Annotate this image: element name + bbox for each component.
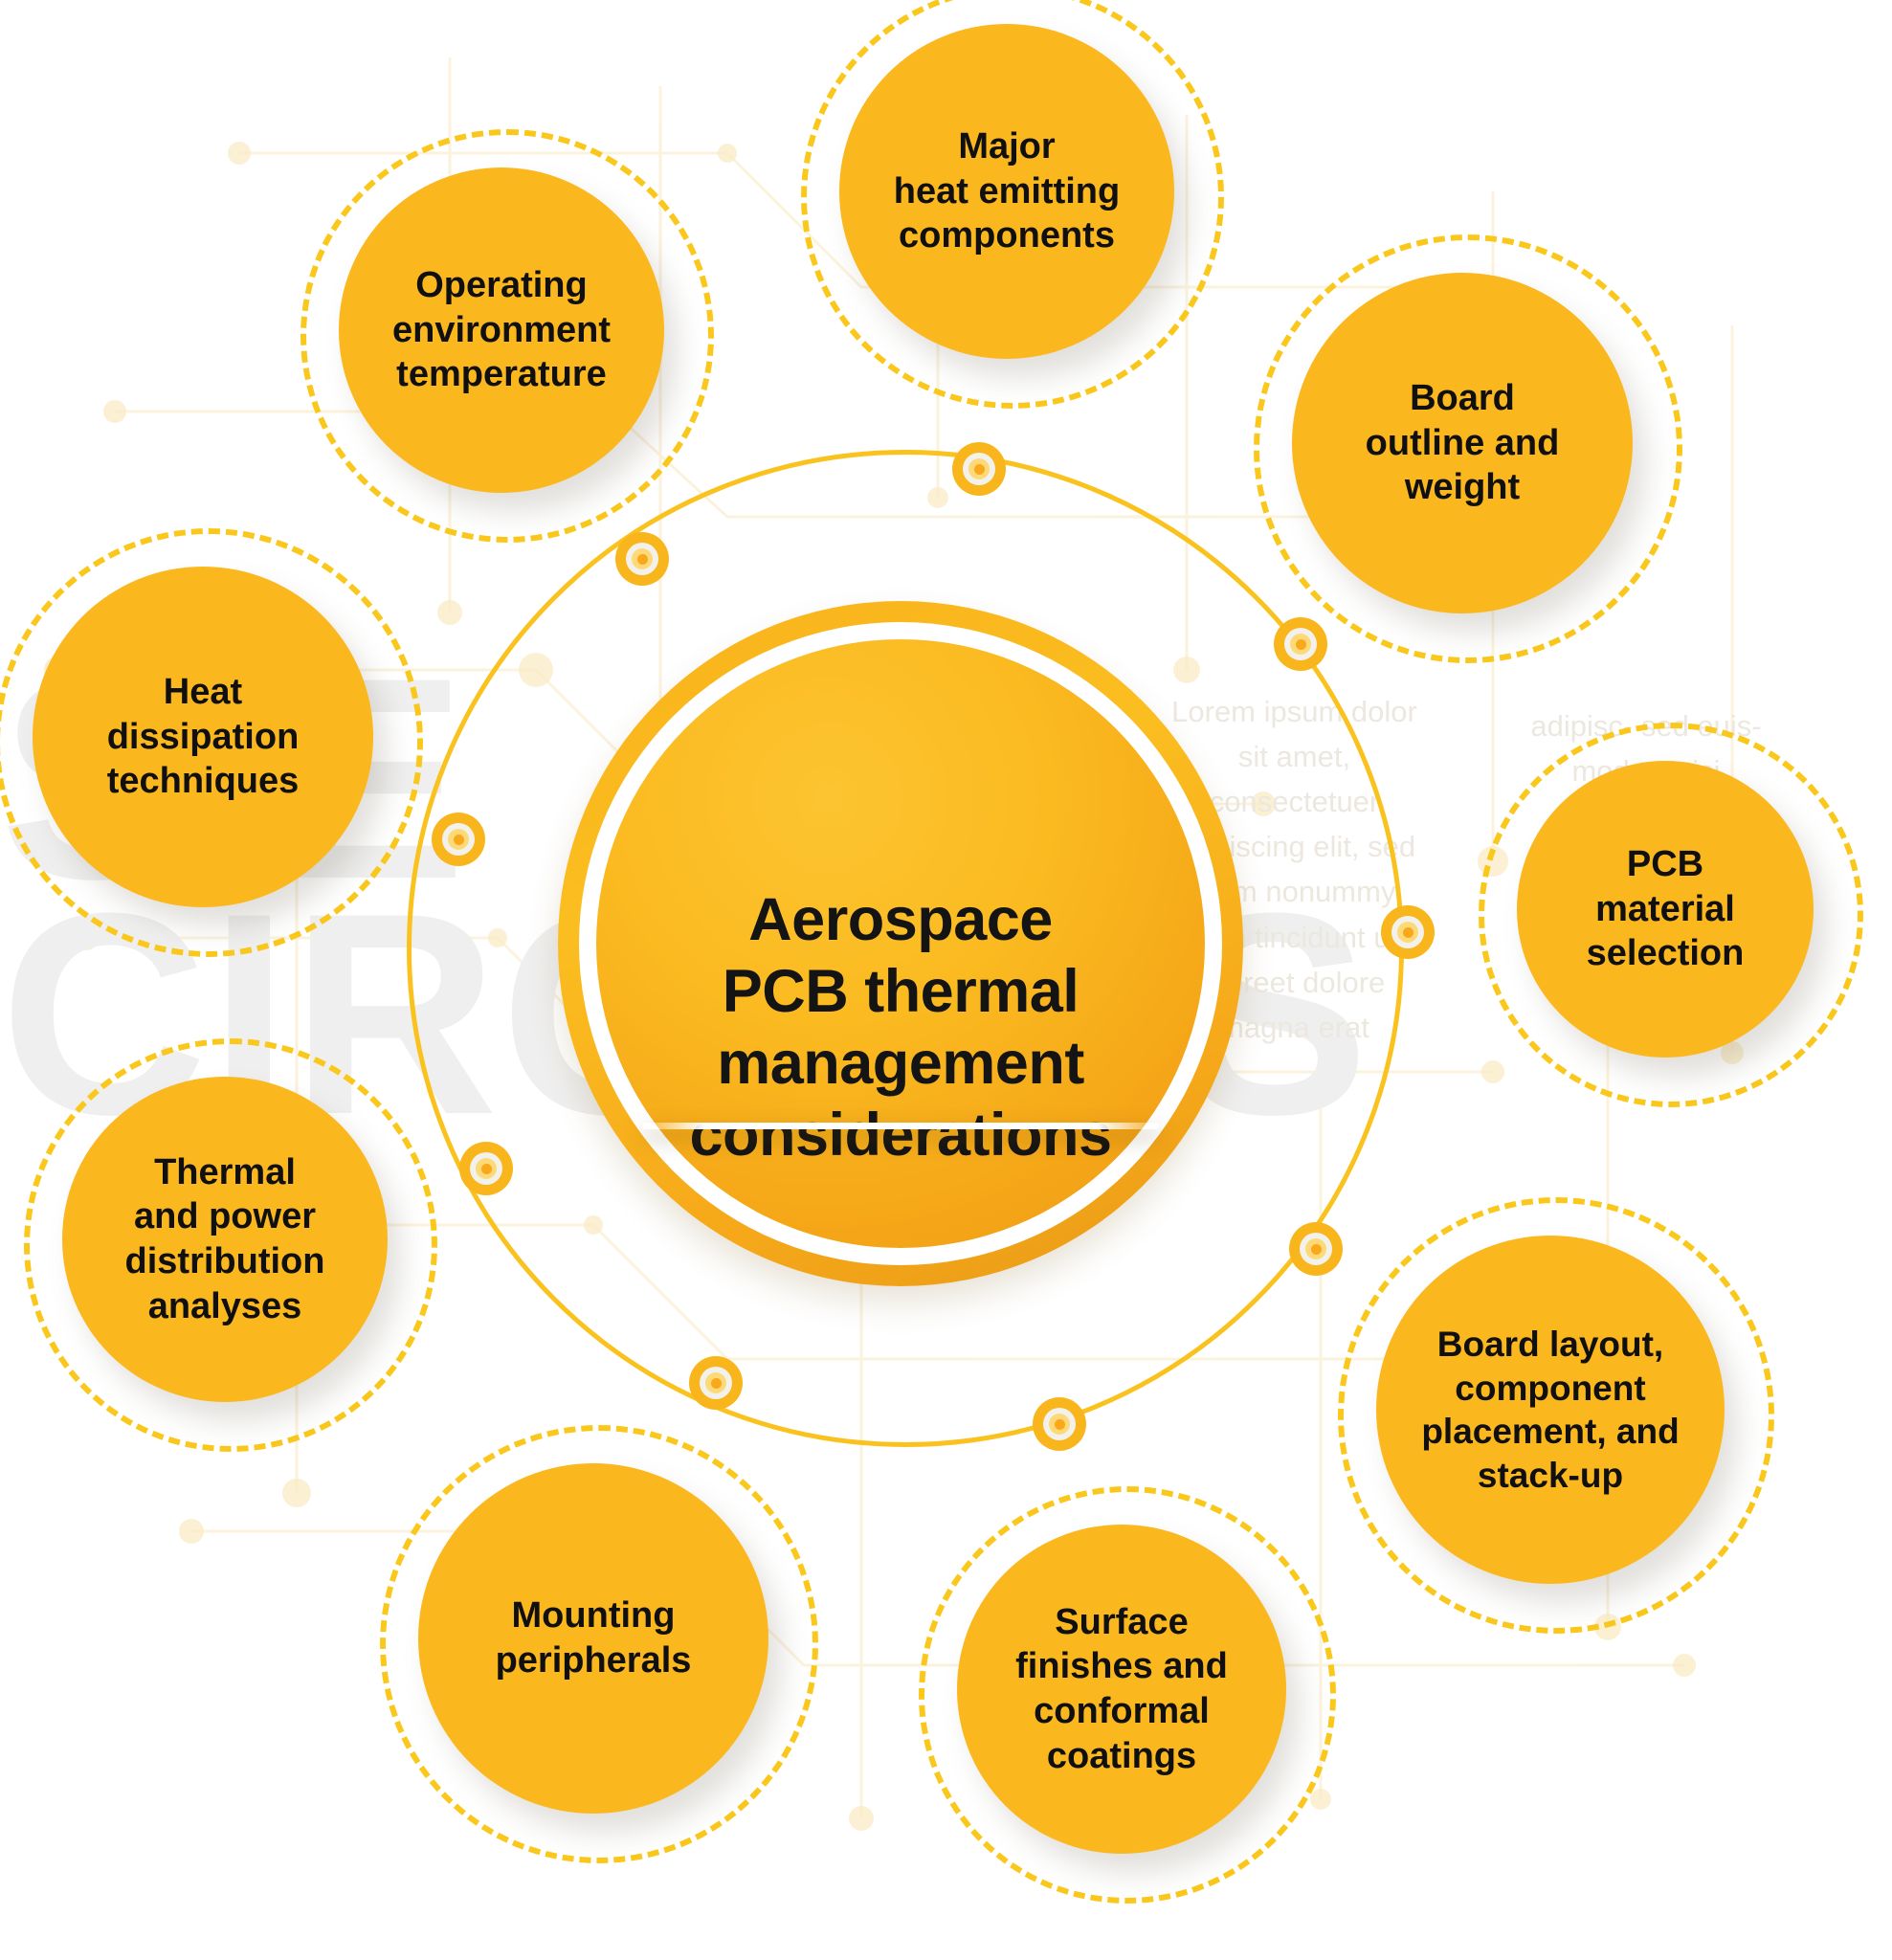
center-hub-title: Aerospace PCB thermal management conside… [633, 884, 1169, 1171]
node-label-line: component [1455, 1368, 1646, 1408]
node-board-layout-component-placement-and-stack-up[interactable]: Board layout, component placement, and stac… [1376, 1236, 1725, 1584]
connector-top-icon [952, 442, 1006, 496]
node-label-line: PCB [1626, 843, 1704, 884]
node-label-line: temperature [396, 354, 607, 395]
node-label-line: conformal [1034, 1691, 1210, 1731]
connector-right-icon [1381, 905, 1435, 959]
node-label-line: Mounting [511, 1595, 676, 1637]
node-label-line: selection [1586, 933, 1745, 974]
center-title-line-3: management [717, 1029, 1084, 1097]
node-label-line: Board [1410, 377, 1515, 418]
node-label-line: distribution [124, 1241, 325, 1281]
connector-lower-right-icon [1289, 1222, 1343, 1276]
connector-core-dot [1054, 1418, 1065, 1430]
center-title-line-2: PCB thermal [722, 957, 1080, 1025]
connector-core-dot [1402, 926, 1413, 938]
node-label-line: peripherals [495, 1640, 692, 1681]
connector-bottom-icon [1033, 1397, 1086, 1451]
node-label-line: coatings [1046, 1735, 1197, 1776]
node-label-line: outline and [1365, 422, 1560, 463]
node-label-line: material [1595, 888, 1735, 929]
node-label-line: techniques [106, 761, 300, 802]
center-hub-divider [642, 1123, 1159, 1129]
connector-bottom-left-icon [689, 1356, 743, 1410]
node-label-board-layout-component-placement-and-stack-up: Board layout, component placement, and stac… [1412, 1323, 1688, 1497]
connector-core-dot [480, 1163, 492, 1174]
node-label-line: heat emitting [893, 170, 1121, 212]
connector-core-dot [453, 834, 464, 845]
node-label-line: environment [391, 309, 612, 350]
node-label-line: components [899, 215, 1115, 256]
node-label-line: dissipation [106, 716, 300, 757]
connector-core-dot [973, 463, 985, 475]
connector-upper-right-icon [1274, 617, 1327, 671]
node-label-line: and power [133, 1196, 317, 1237]
node-label-line: Operating [415, 264, 588, 305]
node-label-line: Surface [1055, 1601, 1189, 1642]
center-title-line-1: Aerospace [748, 886, 1053, 953]
node-label-line: Major [958, 125, 1056, 167]
node-label-line: placement, and [1421, 1412, 1680, 1451]
center-title-line-4: considerations [689, 1101, 1112, 1169]
center-hub-gap: Aerospace PCB thermal management conside… [579, 622, 1222, 1265]
node-label-line: Board layout, [1436, 1325, 1664, 1364]
connector-upper-left-icon [615, 532, 669, 586]
node-label-line: Heat [163, 671, 243, 712]
connector-core-dot [710, 1377, 722, 1389]
node-label-line: analyses [147, 1285, 302, 1326]
node-label-line: stack-up [1477, 1455, 1624, 1495]
node-label-line: weight [1404, 467, 1521, 508]
connector-core-dot [1295, 638, 1306, 650]
connector-core-dot [1310, 1243, 1322, 1255]
node-label-line: Thermal [154, 1151, 296, 1192]
connector-lower-left-icon [459, 1142, 513, 1195]
connector-core-dot [636, 553, 648, 565]
connector-left-icon [432, 813, 485, 866]
center-hub: Aerospace PCB thermal management conside… [558, 601, 1243, 1286]
center-hub-disc: Aerospace PCB thermal management conside… [596, 639, 1205, 1248]
node-label-line: finishes and [1015, 1646, 1228, 1687]
